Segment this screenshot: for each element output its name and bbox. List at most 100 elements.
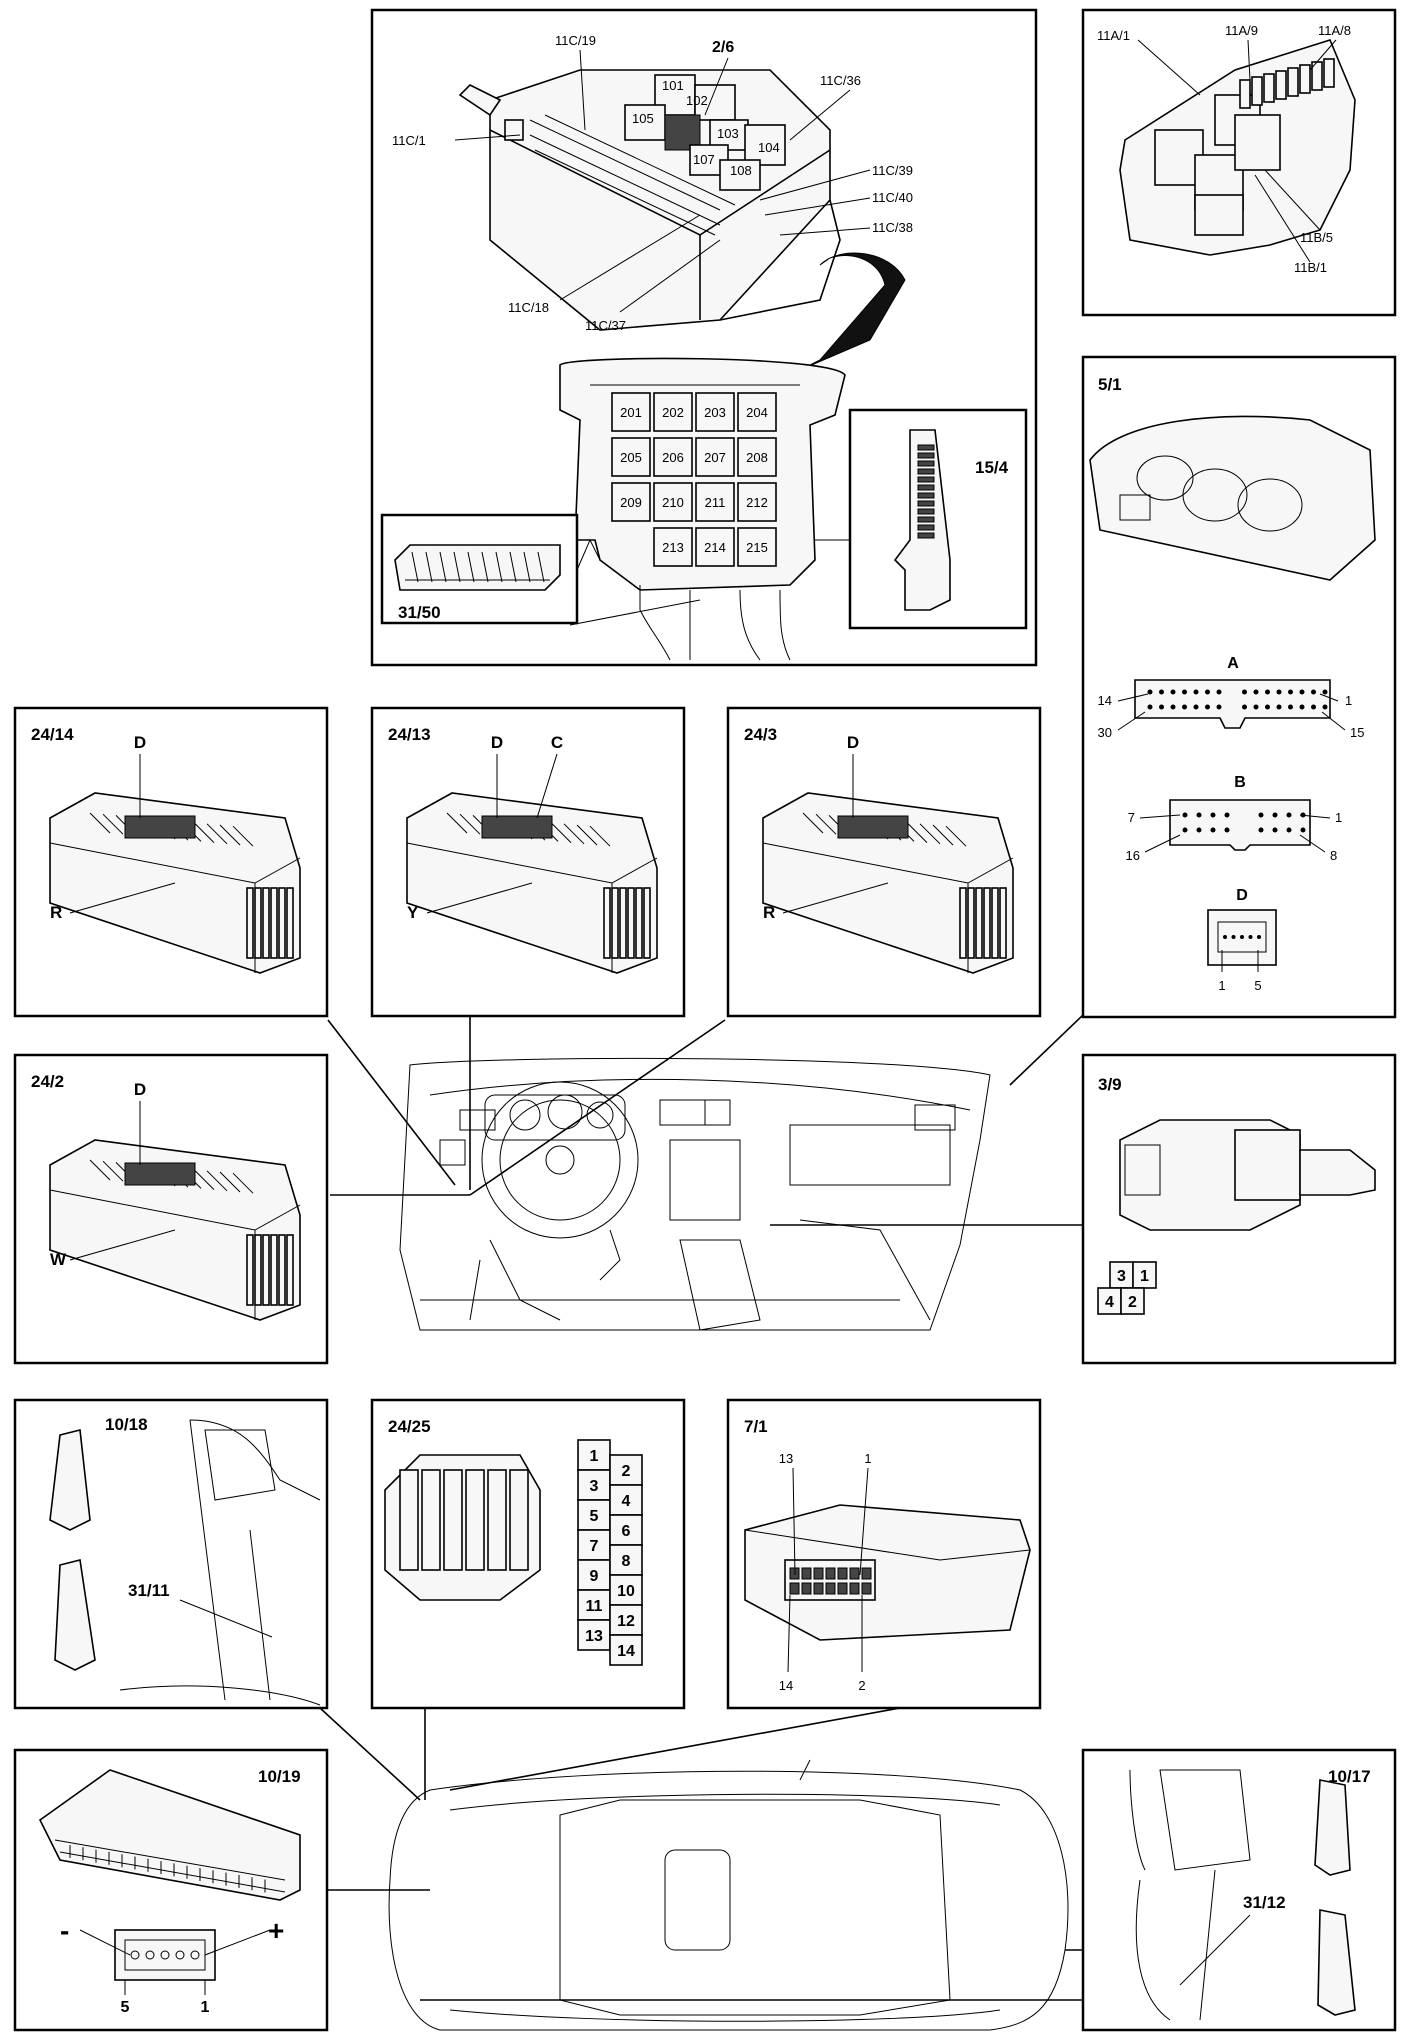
relay-slot-label: 107 <box>693 152 715 167</box>
instrument-cluster-id: 5/1 <box>1098 375 1122 394</box>
module-pin-label: 14 <box>779 1678 793 1693</box>
connector-fin <box>611 887 619 959</box>
connector-fin <box>254 887 262 959</box>
connector-b-pin-label: 8 <box>1330 848 1337 863</box>
pin-dot <box>1272 812 1278 818</box>
pin-dot <box>1182 704 1187 710</box>
connector-slot <box>465 1469 485 1571</box>
terminal-slot <box>906 822 928 843</box>
relay-connector-side-label: W <box>50 1250 67 1269</box>
pin-label-left: 7 <box>590 1538 599 1555</box>
pin-dot <box>1311 689 1316 695</box>
relay-11a-callout: 11A/9 <box>1225 23 1258 38</box>
connector-fin <box>967 887 975 959</box>
relay-slot-label: 102 <box>686 93 708 108</box>
relay-slot-label: 103 <box>717 126 739 141</box>
connector-fin <box>270 1234 278 1306</box>
connector-d-pin-label: 5 <box>1254 978 1261 993</box>
relay-slot-label: 202 <box>662 405 684 420</box>
connector-b-pin-label: 1 <box>1335 810 1342 825</box>
connector-fin <box>975 887 983 959</box>
terminal-block <box>481 815 553 839</box>
connector-pin <box>537 551 545 583</box>
relay-slot-label: 208 <box>746 450 768 465</box>
strip-pin <box>917 460 935 467</box>
relay-connector-id: 24/14 <box>31 725 74 744</box>
connector-pin <box>495 551 503 583</box>
switch-pin-label: 2 <box>1128 1294 1137 1311</box>
pin-cell <box>577 1529 611 1561</box>
strip-pin <box>917 452 935 459</box>
relay-connector-top-label: D <box>134 733 146 752</box>
module-pin <box>861 1582 872 1595</box>
relay-slot-label: 214 <box>704 540 726 555</box>
pin-dot <box>1272 827 1278 833</box>
leader-line <box>536 753 558 819</box>
relay-connector-top-label: D <box>134 1080 146 1099</box>
pin-dot <box>1159 704 1164 710</box>
relay-slot-label: 215 <box>746 540 768 555</box>
terminal-slot <box>919 823 941 845</box>
relay-connector-id: 24/13 <box>388 725 431 744</box>
pin-label-right: 14 <box>617 1643 635 1660</box>
pin-dot <box>1286 812 1292 818</box>
connector-31-50-inset: 31/50 <box>380 513 701 626</box>
switch-pin-label: 4 <box>1105 1294 1114 1311</box>
pin-dot <box>1170 704 1176 710</box>
strip-pin <box>917 500 935 507</box>
relay-slot <box>653 482 693 522</box>
pin-dot <box>1322 704 1328 710</box>
terminal-slot <box>232 1172 254 1194</box>
pin-dot <box>1299 689 1305 695</box>
lamp-10-18-callout: 31/11 <box>128 1581 170 1600</box>
pin-dot <box>1276 704 1282 710</box>
relay-slot <box>611 482 651 522</box>
strip-15-4-inset: 15/4 <box>815 408 1028 630</box>
pin-dot <box>1182 812 1188 818</box>
pin-cell <box>577 1499 611 1531</box>
relay-slot <box>737 482 777 522</box>
pin-cell <box>609 1574 643 1606</box>
connector-fin <box>999 887 1007 959</box>
relay-slot-label: 209 <box>620 495 642 510</box>
terminal-slot <box>193 822 215 843</box>
relay-11a-callout: 11A/1 <box>1097 28 1130 43</box>
pin-dot <box>1224 827 1230 833</box>
relay-11a-callout: 11B/5 <box>1300 230 1333 245</box>
switch-pin-label: 3 <box>1117 1268 1126 1285</box>
arrow-icon <box>799 252 906 371</box>
fuse-box-callout: 11C/38 <box>872 220 913 235</box>
pin-dot <box>1147 704 1153 710</box>
relay-slot <box>737 392 777 432</box>
pin-dot <box>1231 935 1236 939</box>
connector-fin <box>246 887 254 959</box>
terminal-slot <box>589 825 611 847</box>
pin-dot <box>1193 689 1199 695</box>
pin-label-right: 8 <box>622 1553 631 1570</box>
pin-dot <box>1311 704 1316 710</box>
relay-slot <box>611 392 651 432</box>
leader-line <box>69 882 176 914</box>
pin-dot <box>1240 935 1244 939</box>
pin-dot <box>1300 827 1306 833</box>
relay-slot <box>695 392 735 432</box>
connector-slot <box>487 1469 507 1571</box>
module-pin-label: 13 <box>779 1451 793 1466</box>
pin-hole <box>190 1950 200 1960</box>
lamp-10-17-callout: 31/12 <box>1243 1893 1286 1912</box>
central-electrical-unit-drawing <box>458 69 841 331</box>
fuse-slot <box>1275 70 1287 100</box>
pin-dot <box>1193 704 1199 710</box>
relay-slot-label: 108 <box>730 163 752 178</box>
lamp-10-17-id: 10/17 <box>1328 1767 1371 1786</box>
switch-pin-cell <box>1120 1287 1145 1315</box>
module-pin-label: 2 <box>858 1678 865 1693</box>
relay-11a-callout: 11A/8 <box>1318 23 1351 38</box>
relay-connector-side-label: R <box>763 903 775 922</box>
pin-dot <box>1288 689 1293 695</box>
terminal-slot <box>232 825 254 847</box>
switch-3-9-id: 3/9 <box>1098 1075 1122 1094</box>
leader-line <box>782 882 889 914</box>
relay-slot-label: 207 <box>704 450 726 465</box>
